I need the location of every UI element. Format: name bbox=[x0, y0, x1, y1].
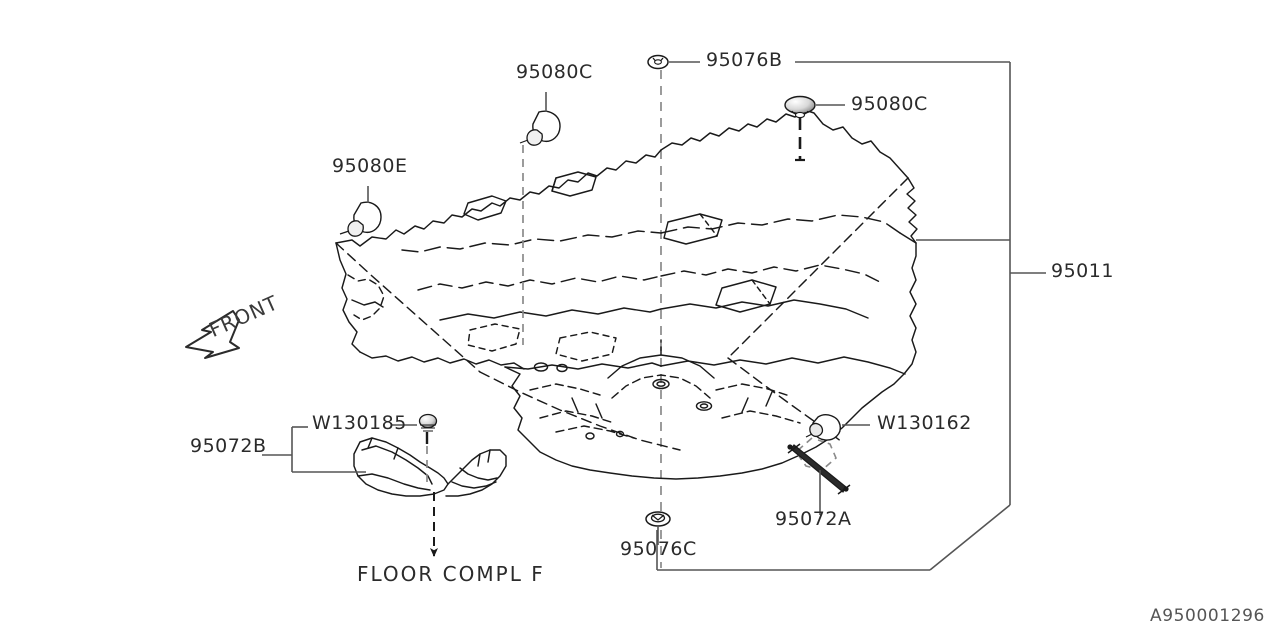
front-direction-arrow bbox=[185, 310, 240, 359]
drawing-code: A950001296 bbox=[1150, 606, 1265, 626]
assembly-caption: FLOOR COMPL F bbox=[357, 562, 545, 586]
grommet-icon-front bbox=[647, 54, 669, 70]
clip-icon-rear bbox=[805, 414, 841, 441]
retainer-strip-icon bbox=[787, 443, 851, 495]
callout-label-95011: 95011 bbox=[1051, 260, 1114, 282]
clip-mushroom-icon-left bbox=[339, 192, 382, 237]
leader-95072b bbox=[262, 424, 417, 473]
callout-label-95080e: 95080E bbox=[332, 155, 408, 177]
callout-label-w130162: W130162 bbox=[877, 412, 972, 434]
callout-label-95072b: 95072B bbox=[190, 435, 267, 457]
callout-label-95076b: 95076B bbox=[706, 49, 783, 71]
plug-pin-icon bbox=[784, 95, 816, 162]
callout-label-95076c: 95076C bbox=[620, 538, 697, 560]
clip-mushroom-icon-mid bbox=[519, 92, 561, 146]
callout-label-95080c-mid: 95080C bbox=[516, 61, 593, 83]
grommet-icon-rear bbox=[645, 511, 671, 527]
screw-icon bbox=[418, 413, 438, 444]
duct-bracket-icon bbox=[353, 437, 507, 497]
callout-label-95080c-right: 95080C bbox=[851, 93, 928, 115]
callout-label-w130185: W130185 bbox=[312, 412, 407, 434]
callout-frame bbox=[656, 61, 1046, 571]
callout-label-95072a: 95072A bbox=[775, 508, 852, 530]
